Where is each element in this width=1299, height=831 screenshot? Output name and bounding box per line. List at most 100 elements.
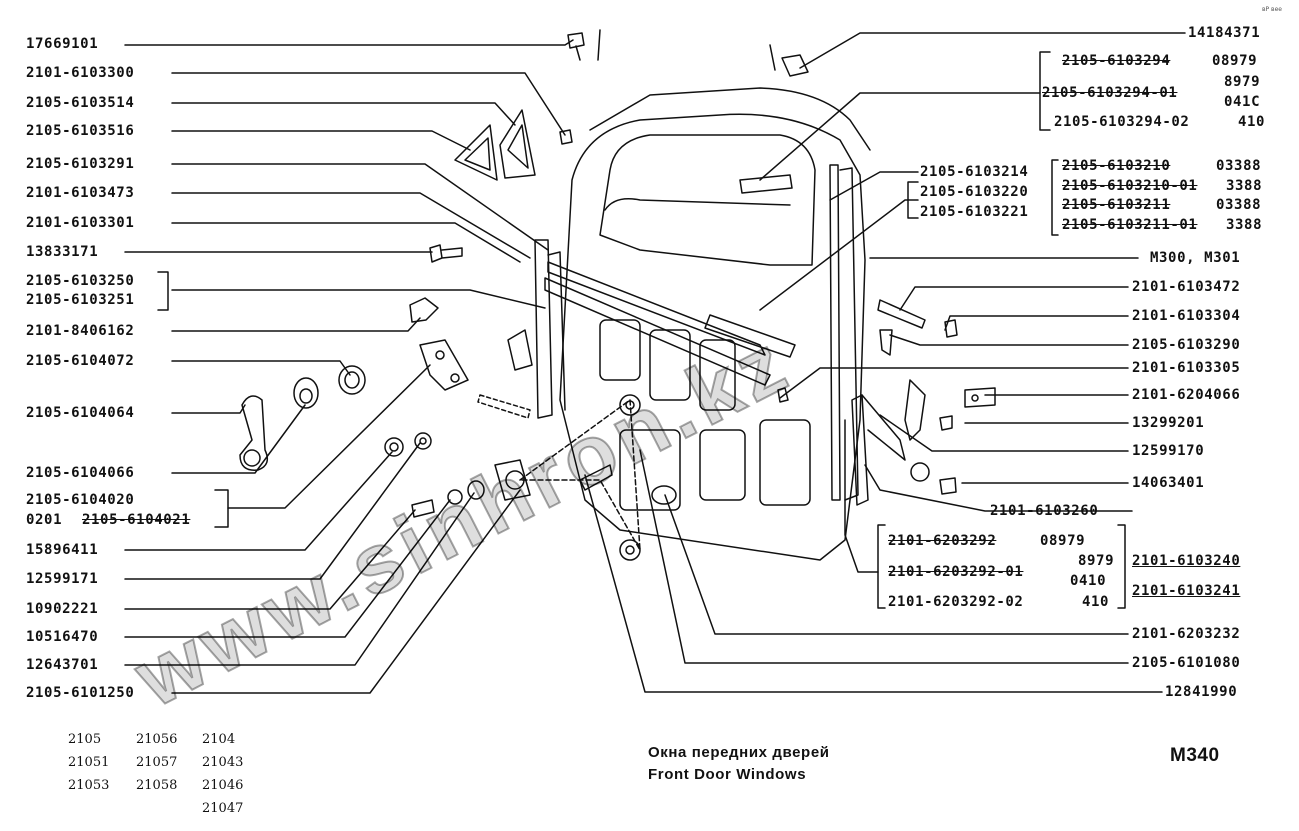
leader-l3 [171, 102, 516, 126]
label-2105-6103251: 2105-6103251 [26, 292, 135, 308]
model-cell: 21056 [136, 732, 178, 747]
label-2101-6203292: 2101-6203292 [888, 533, 997, 549]
leader-l12 [171, 404, 246, 414]
code-8979-b: 8979 [1078, 553, 1115, 569]
leader-r17 [844, 419, 879, 573]
label-2101-6103301: 2101-6103301 [26, 215, 135, 231]
corner-mark: вР вее [1262, 6, 1282, 13]
leader-l13 [171, 404, 306, 474]
label-0201: 0201 [26, 512, 63, 528]
label-m300-m301: M300, M301 [1150, 250, 1241, 266]
screw-14063401 [939, 477, 957, 495]
label-2101-6204066: 2101-6204066 [1132, 387, 1241, 403]
clip-2101-6103300 [559, 129, 573, 145]
leader-r1 [799, 32, 1186, 69]
leader-l16 [124, 442, 421, 580]
guide-rail-6103260 [851, 394, 869, 506]
regulator-drive [494, 459, 531, 501]
bracket-6204066 [964, 387, 996, 408]
bracket-l14 [214, 489, 229, 528]
leader-l17 [124, 509, 416, 610]
label-2101-8406162: 2101-8406162 [26, 323, 135, 339]
label-2105-6103516: 2105-6103516 [26, 123, 135, 139]
label-2101-6203232: 2101-6203232 [1132, 626, 1241, 642]
label-2105-6103210: 2105-6103210 [1062, 158, 1171, 174]
bracket-r2 [1039, 51, 1051, 131]
label-2105-6103221: 2105-6103221 [920, 204, 1029, 220]
label-2105-6104020: 2105-6104020 [26, 492, 135, 508]
triangle-trim-outer [454, 124, 498, 181]
window-glass [599, 134, 816, 266]
leader-l9 [171, 289, 546, 309]
title-russian: Окна передних дверей [648, 744, 830, 761]
label-2105-6103250: 2105-6103250 [26, 273, 135, 289]
clip-8406162 [409, 297, 439, 323]
bracket-r4 [907, 181, 919, 219]
leader-r8 [944, 315, 1129, 331]
triangle-trim-inner [499, 109, 536, 179]
label-2101-6103472: 2101-6103472 [1132, 279, 1241, 295]
leader-l10 [171, 317, 421, 332]
rear-channel-clip [877, 299, 926, 329]
label-2101-6103300: 2101-6103300 [26, 65, 135, 81]
label-2105-6104072: 2105-6104072 [26, 353, 135, 369]
model-cell: 21047 [202, 801, 244, 816]
regulator-bracket [419, 339, 469, 391]
label-17669101: 17669101 [26, 36, 99, 52]
leader-l6 [171, 192, 531, 259]
bolt-13833171 [429, 244, 463, 263]
label-2101-6103240: 2101-6103240 [1132, 553, 1241, 569]
leader-r20 [584, 474, 1163, 693]
lower-pulley [619, 539, 641, 561]
bracket-r5 [1051, 159, 1059, 236]
leader-l2 [171, 72, 566, 136]
bracket-r16b [1117, 524, 1126, 609]
code-410-a: 410 [1238, 114, 1266, 130]
code-410-b: 410 [1082, 594, 1110, 610]
label-12599170: 12599170 [1132, 443, 1205, 459]
code-3388-b: 3388 [1226, 217, 1263, 233]
label-2105-6101080: 2105-6101080 [1132, 655, 1241, 671]
label-2105-6103290: 2105-6103290 [1132, 337, 1241, 353]
label-2105-6103514: 2105-6103514 [26, 95, 135, 111]
guide-strip [904, 379, 926, 441]
label-10902221: 10902221 [26, 601, 99, 617]
label-2101-6103304: 2101-6103304 [1132, 308, 1241, 324]
leader-r10 [779, 367, 1129, 399]
regulator-cable [519, 399, 641, 551]
model-cell: 21051 [68, 755, 110, 770]
title-english: Front Door Windows [648, 766, 807, 783]
door-inner-panel [559, 113, 866, 561]
leader-l18 [124, 499, 451, 638]
label-2105-6104064: 2105-6104064 [26, 405, 135, 421]
code-08979-a: 08979 [1212, 53, 1258, 69]
model-cell: 2105 [68, 732, 102, 747]
label-2101-6203292-02: 2101-6203292-02 [888, 594, 1024, 610]
seal-ring [338, 365, 366, 395]
door-outer-frame [589, 87, 871, 151]
handle-rosette [293, 377, 319, 409]
inner-sill-strip [544, 277, 771, 386]
label-2105-6101250: 2105-6101250 [26, 685, 135, 701]
leader-r13 [879, 414, 1129, 452]
leader-r15 [864, 464, 1133, 512]
label-2101-6103473: 2101-6103473 [26, 185, 135, 201]
model-cell: 21058 [136, 778, 178, 793]
leader-r19 [639, 449, 1129, 664]
screw-13299201 [939, 415, 953, 431]
label-2105-6103291: 2105-6103291 [26, 156, 135, 172]
outer-sill-strip [547, 261, 766, 356]
label-15896411: 15896411 [26, 542, 99, 558]
model-cell: 2104 [202, 732, 236, 747]
model-cell: 21053 [68, 778, 110, 793]
label-14184371: 14184371 [1188, 25, 1261, 41]
label-14063401: 14063401 [1132, 475, 1205, 491]
code-8979-a: 8979 [1224, 74, 1261, 90]
label-2105-6103214: 2105-6103214 [920, 164, 1029, 180]
page-code: M340 [1170, 745, 1220, 766]
label-2105-6103220: 2105-6103220 [920, 184, 1029, 200]
label-2105-6103294-01: 2105-6103294-01 [1042, 85, 1178, 101]
label-13299201: 13299201 [1132, 415, 1205, 431]
label-2105-6103211-01: 2105-6103211-01 [1062, 217, 1198, 233]
leader-l7 [171, 222, 521, 263]
